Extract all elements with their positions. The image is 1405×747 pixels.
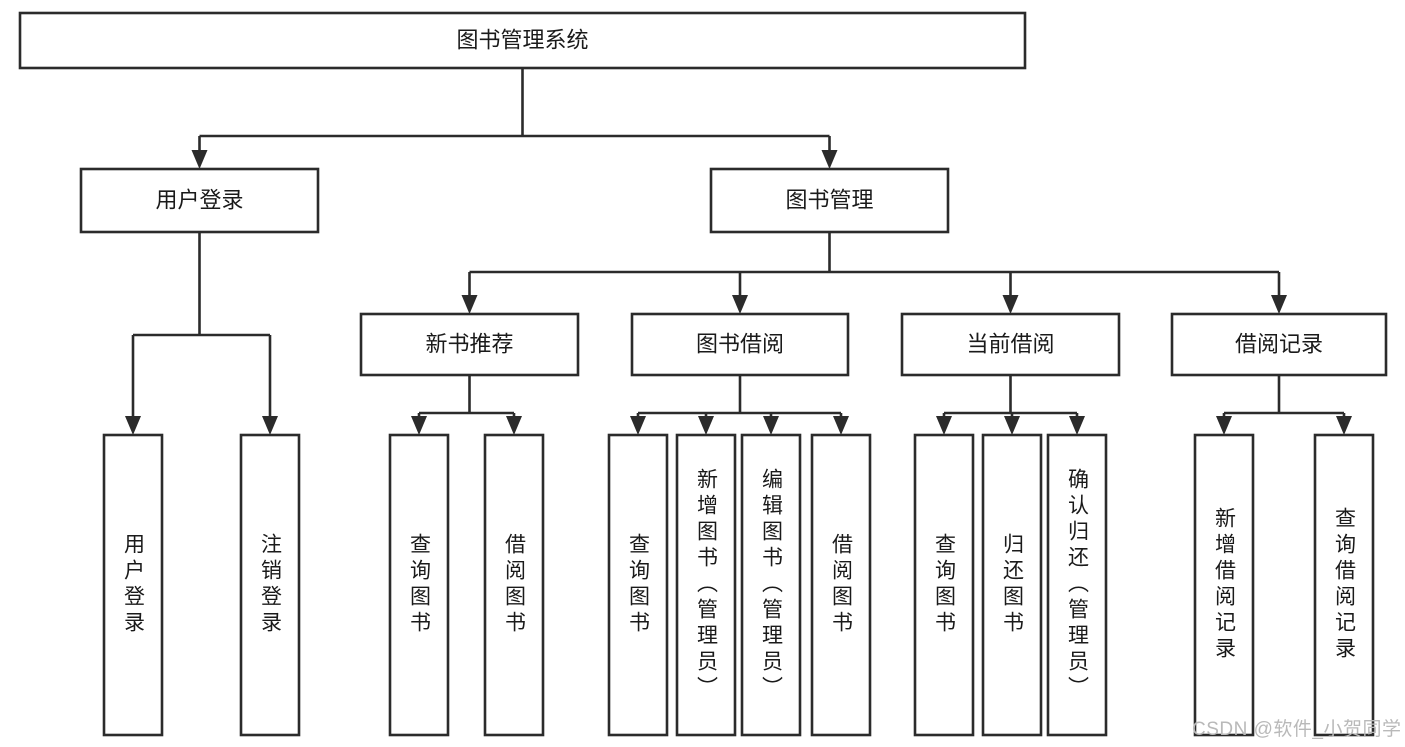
node-book-manage[interactable] [709, 167, 950, 234]
arrow-leaf-add-record [1216, 416, 1232, 435]
root-box[interactable] [18, 11, 1027, 70]
leaf-box[interactable] [388, 433, 450, 737]
node-book-borrow[interactable] [630, 312, 850, 377]
arrow-user-login [191, 150, 208, 169]
node-leaf-borrow-book-1[interactable] [483, 433, 545, 737]
leaf-box[interactable] [913, 433, 975, 737]
arrow-new-book-recommend [461, 295, 478, 314]
node-borrow-record[interactable] [1170, 312, 1388, 377]
arrow-leaf-return-book [1004, 416, 1020, 435]
arrow-borrow-record [1271, 295, 1287, 314]
leaf-box[interactable] [102, 433, 164, 737]
leaf-box[interactable] [1313, 433, 1375, 737]
node-leaf-confirm-return[interactable] [1046, 433, 1108, 737]
arrow-current-borrow [1002, 295, 1019, 314]
arrow-book-borrow [732, 295, 748, 314]
arrow-leaf-query-book-2 [630, 416, 646, 435]
node-label-new-book-recommend: 新书推荐 [425, 331, 513, 356]
level2-box[interactable] [900, 312, 1121, 377]
csdn-watermark: CSDN @软件_小贺同学 [1192, 719, 1402, 740]
arrow-leaf-edit-book [763, 416, 779, 435]
arrow-leaf-add-book [698, 416, 714, 435]
leaf-box[interactable] [1193, 433, 1255, 737]
leaf-box[interactable] [483, 433, 545, 737]
node-leaf-query-book-1[interactable] [388, 433, 450, 737]
leaf-box[interactable] [607, 433, 669, 737]
leaf-box[interactable] [740, 433, 802, 737]
node-leaf-borrow-book-2[interactable] [810, 433, 872, 737]
leaf-box[interactable] [981, 433, 1043, 737]
node-label-book-manage: 图书管理 [785, 187, 873, 212]
node-leaf-query-record[interactable] [1313, 433, 1375, 737]
arrow-leaf-query-record [1336, 416, 1352, 435]
arrow-leaf-user-login [125, 416, 141, 435]
arrow-leaf-confirm-return [1069, 416, 1085, 435]
node-current-borrow[interactable] [900, 312, 1121, 377]
node-leaf-return-book[interactable] [981, 433, 1043, 737]
level1-box[interactable] [709, 167, 950, 234]
node-leaf-query-book-3[interactable] [913, 433, 975, 737]
node-label-undefined: 图书管理系统 [456, 27, 588, 52]
connectors-layer [125, 68, 1352, 435]
leaf-box[interactable] [810, 433, 872, 737]
level2-box[interactable] [1170, 312, 1388, 377]
arrow-leaf-borrow-book-1 [506, 416, 522, 435]
arrow-book-manage [821, 150, 838, 169]
boxes-layer [18, 11, 1388, 737]
node-leaf-edit-book[interactable] [740, 433, 802, 737]
level2-box[interactable] [630, 312, 850, 377]
leaf-box[interactable] [1046, 433, 1108, 737]
node-label-book-borrow: 图书借阅 [696, 331, 784, 356]
node-leaf-query-book-2[interactable] [607, 433, 669, 737]
arrow-leaf-query-book-1 [411, 416, 427, 435]
level2-box[interactable] [359, 312, 580, 377]
node-new-book-recommend[interactable] [359, 312, 580, 377]
node-leaf-logout[interactable] [239, 433, 301, 737]
node-leaf-user-login[interactable] [102, 433, 164, 737]
node-label-current-borrow: 当前借阅 [966, 331, 1054, 356]
arrow-leaf-logout [262, 416, 278, 435]
node-leaf-add-record[interactable] [1193, 433, 1255, 737]
leaf-box[interactable] [675, 433, 737, 737]
node-label-user-login: 用户登录 [155, 187, 243, 212]
node-leaf-add-book[interactable] [675, 433, 737, 737]
arrow-leaf-query-book-3 [936, 416, 952, 435]
leaf-box[interactable] [239, 433, 301, 737]
arrow-leaf-borrow-book-2 [833, 416, 849, 435]
node-user-login[interactable] [79, 167, 320, 234]
node-undefined[interactable] [18, 11, 1027, 70]
level1-box[interactable] [79, 167, 320, 234]
node-label-borrow-record: 借阅记录 [1235, 331, 1323, 356]
